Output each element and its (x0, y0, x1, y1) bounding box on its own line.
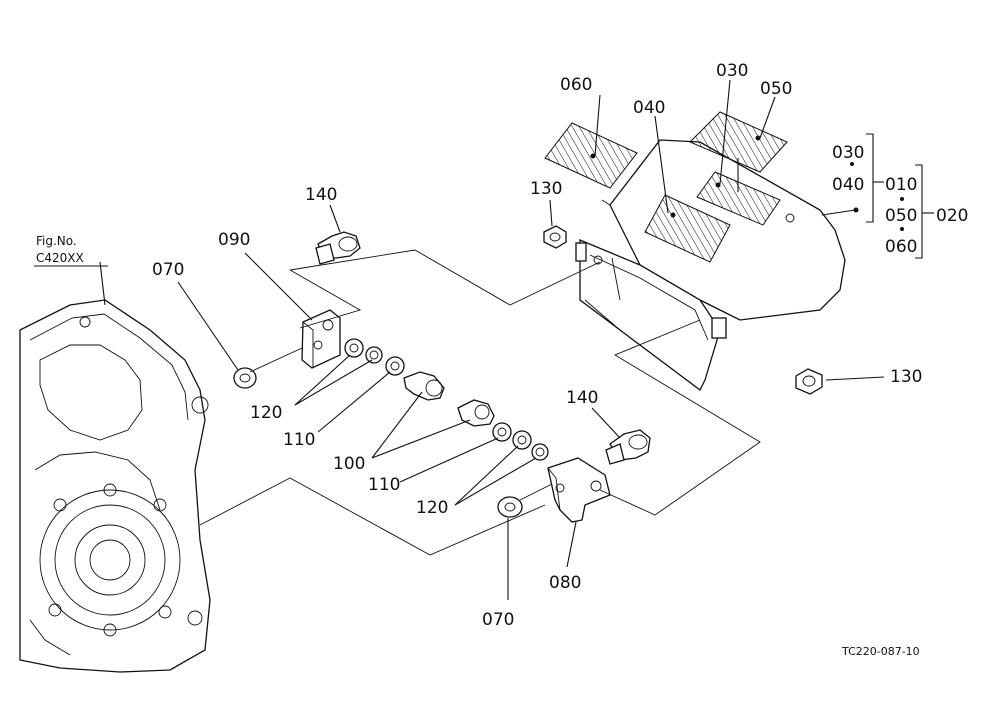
bolt-100-a (403, 371, 445, 401)
label-110-lower: 110 (368, 475, 400, 495)
nut-130-lower (795, 368, 823, 395)
washer-070-upper (233, 367, 257, 389)
bolt-100-b (457, 399, 495, 427)
decal-030 (696, 171, 781, 226)
label-120-lower: 120 (416, 498, 448, 518)
label-100: 100 (333, 454, 365, 474)
washer-110-lower (492, 422, 512, 442)
label-030-assembly: 030 (832, 143, 864, 163)
transmission-case (19, 261, 211, 673)
fig-reference: Fig.No. C420XX (34, 234, 108, 267)
label-040-assembly: 040 (832, 175, 864, 195)
label-130-upper: 130 (530, 179, 562, 199)
label-020-assembly: 020 (936, 206, 968, 226)
assembly-bracket-notation (850, 133, 934, 259)
label-040-decal: 040 (633, 98, 665, 118)
lockwasher-120-lower-b (531, 443, 549, 461)
label-130-lower: 130 (890, 367, 922, 387)
label-030-decal: 030 (716, 61, 748, 81)
washer-070-lower (497, 496, 523, 518)
label-120-upper: 120 (250, 403, 282, 423)
label-060-assembly: 060 (885, 237, 917, 257)
label-060-decal: 060 (560, 75, 592, 95)
bolt-140-lower (605, 429, 651, 465)
label-010-assembly: 010 (885, 175, 917, 195)
decal-050 (689, 111, 788, 173)
part-labels: 060 040 030 050 130 140 090 070 120 110 … (152, 61, 968, 658)
label-050-decal: 050 (760, 79, 792, 99)
lockwasher-120-upper-a (344, 338, 364, 358)
alignment-lines (199, 199, 761, 556)
drawing-code: TC220-087-10 (841, 645, 920, 658)
label-070-lower: 070 (482, 610, 514, 630)
washer-110-upper (385, 356, 405, 376)
nut-130-upper (543, 225, 567, 249)
leader-lines (177, 79, 885, 600)
lockwasher-120-lower-a (512, 430, 532, 450)
label-110-upper: 110 (283, 430, 315, 450)
bracket-090 (301, 309, 341, 369)
decal-060 (544, 122, 638, 189)
label-070-upper: 070 (152, 260, 184, 280)
bracket-080 (547, 457, 611, 523)
fig-ref-line2: C420XX (36, 251, 84, 265)
label-090: 090 (218, 230, 250, 250)
label-140-upper: 140 (305, 185, 337, 205)
lockwasher-120-upper-b (365, 346, 383, 364)
label-080: 080 (549, 573, 581, 593)
fig-ref-line1: Fig.No. (36, 234, 77, 248)
label-140-lower: 140 (566, 388, 598, 408)
decal-040 (644, 194, 731, 263)
label-050-assembly: 050 (885, 206, 917, 226)
bolt-140-upper (315, 231, 361, 265)
